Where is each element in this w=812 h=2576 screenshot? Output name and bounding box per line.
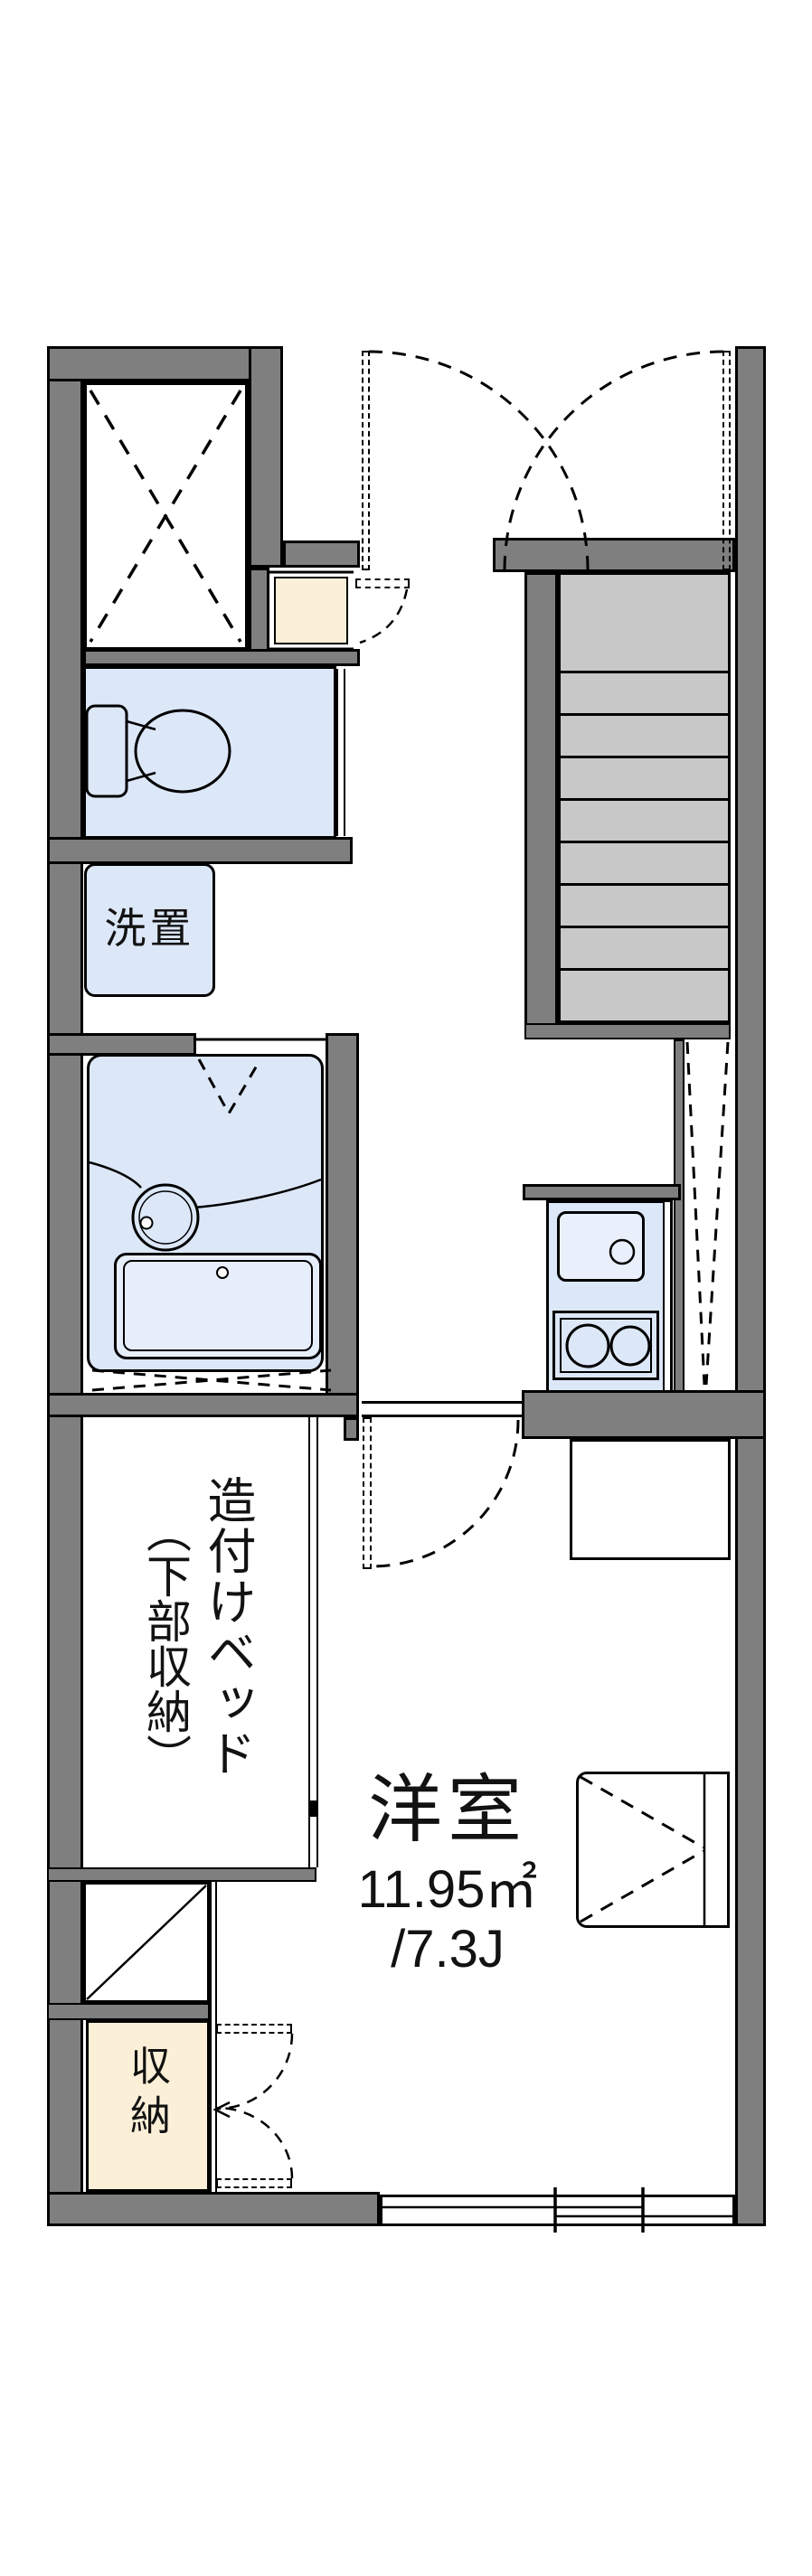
bed-label-line1: 造付けベッド	[200, 1475, 254, 1779]
room-door-leaf	[363, 1417, 372, 1569]
room-area-label: 11.95㎡	[357, 1860, 538, 1919]
wall-bath-top-left	[47, 1033, 196, 1056]
stair-tread	[558, 841, 731, 886]
bath-fold-door-x	[91, 1368, 332, 1392]
stair-tread	[558, 798, 731, 843]
stair-landing	[558, 572, 731, 673]
wall-stairs-bottom-band	[524, 1023, 731, 1039]
wall-toilet-top	[83, 649, 360, 666]
wall-closet-right	[249, 346, 283, 568]
room-door-threshold	[362, 1401, 522, 1417]
wall-bottom	[47, 2192, 380, 2226]
toilet-door-arc	[359, 588, 409, 644]
bed-room-right-wall	[308, 1417, 318, 1867]
stair-tread	[558, 713, 731, 758]
washer-storage-box	[84, 863, 215, 997]
shoe-cabinet	[274, 577, 348, 644]
kitchen-counter-edge	[663, 1202, 672, 1393]
stair-tread	[558, 926, 731, 971]
bed-room-door-latch	[310, 1800, 316, 1817]
stairs	[558, 572, 731, 1023]
bathtub-inner-rim	[123, 1260, 313, 1351]
stair-tread	[558, 671, 731, 716]
stair-tread	[558, 883, 731, 928]
counter-space	[570, 1439, 731, 1560]
room-name-label: 洋室	[367, 1769, 527, 1851]
wall-bath-bottom	[47, 1393, 359, 1417]
storage-door-arrow	[212, 2101, 231, 2119]
storage-front-line	[210, 1882, 217, 2192]
bay-window	[576, 1772, 730, 1928]
bottom-window	[380, 2195, 735, 2226]
wall-above-storage	[47, 2003, 210, 2020]
wall-closet-top-cap	[47, 346, 283, 381]
diagonal-shelf-box	[83, 1882, 210, 2003]
storage-closet	[86, 2020, 210, 2192]
wall-bed-stub	[344, 1417, 359, 1441]
duct-dashed-v	[685, 1041, 730, 1386]
wall-kitchen-top-band	[523, 1184, 681, 1200]
storage-closet-label: 収納	[124, 2045, 170, 2144]
entry-door-leaf-left	[362, 351, 370, 570]
wall-below-toilet	[47, 837, 353, 864]
toilet-room	[83, 666, 336, 839]
wall-entry-band-left	[283, 541, 360, 568]
wall-kitchen-bottom-band	[522, 1390, 766, 1439]
toilet-door-panel	[336, 669, 345, 836]
wall-bath-right	[326, 1033, 359, 1417]
room-tatami-label: /7.3J	[391, 1920, 505, 1979]
wall-left	[47, 346, 83, 2226]
wall-stairs-top-band	[493, 538, 735, 572]
bed-label-line2: （下部収納）	[140, 1508, 191, 1779]
wall-bed-bottom	[47, 1867, 316, 1882]
toilet-door-leaf	[355, 578, 410, 588]
wall-duct-left	[674, 1039, 685, 1392]
washer-storage-label: 洗置	[104, 905, 195, 952]
kitchen-sink	[557, 1211, 645, 1282]
upper-closet	[83, 381, 249, 651]
wall-right	[735, 346, 766, 2226]
storage-door-leaf-bottom	[216, 2178, 292, 2188]
storage-door-arcs	[216, 2033, 294, 2179]
entry-door-leaf-right	[722, 351, 731, 570]
wall-stairwell-left	[524, 572, 558, 1039]
room-door-arc	[372, 1419, 520, 1568]
stair-tread	[558, 756, 731, 801]
stair-tread	[558, 968, 731, 1023]
stove-inner	[560, 1318, 652, 1373]
storage-door-leaf-top	[216, 2024, 292, 2034]
